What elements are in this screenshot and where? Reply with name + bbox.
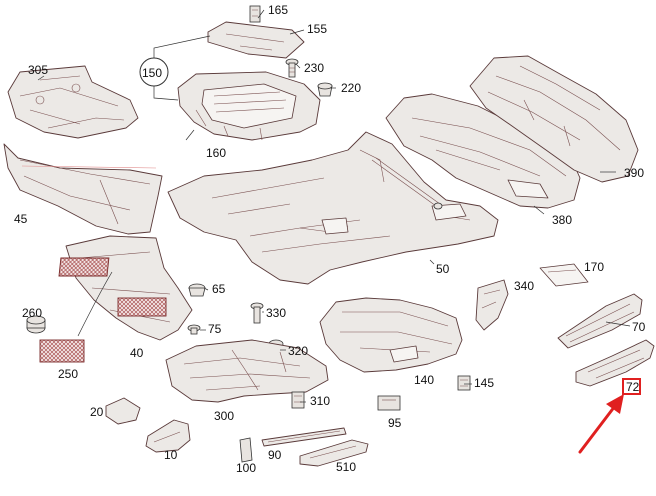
label-310[interactable]: 310 (310, 394, 330, 408)
label-40[interactable]: 40 (130, 346, 144, 360)
part-rod[interactable] (371, 157, 443, 210)
part-140-tunnel-insulation[interactable] (319, 297, 463, 373)
label-150[interactable]: 150 (142, 66, 162, 80)
label-72[interactable]: 72 (626, 380, 640, 394)
label-20[interactable]: 20 (90, 405, 104, 419)
part-310-clip[interactable] (291, 391, 305, 409)
label-165[interactable]: 165 (268, 3, 288, 17)
label-75[interactable]: 75 (208, 322, 222, 336)
part-230-screw[interactable] (285, 58, 299, 78)
part-65-cap[interactable] (188, 283, 206, 297)
part-100-bracket[interactable] (239, 437, 253, 463)
label-50[interactable]: 50 (436, 262, 450, 276)
leader-lines (37, 9, 631, 403)
label-320[interactable]: 320 (288, 344, 308, 358)
label-305[interactable]: 305 (28, 63, 48, 77)
label-380[interactable]: 380 (552, 213, 572, 227)
part-40-footwell-trim[interactable] (58, 235, 193, 341)
label-250[interactable]: 250 (58, 367, 78, 381)
part-10-trim[interactable] (145, 419, 191, 453)
label-160[interactable]: 160 (206, 146, 226, 160)
part-75-clip[interactable] (187, 324, 201, 335)
part-95-block[interactable] (377, 395, 401, 411)
label-340[interactable]: 340 (514, 279, 534, 293)
part-170-plate[interactable] (539, 263, 589, 287)
part-70-sill-trim[interactable] (557, 293, 643, 349)
label-300[interactable]: 300 (214, 409, 234, 423)
part-40-net-upper (58, 257, 110, 277)
part-155-cover[interactable] (207, 21, 305, 59)
label-330[interactable]: 330 (266, 306, 286, 320)
label-170[interactable]: 170 (584, 260, 604, 274)
part-72-sill-panel[interactable] (575, 339, 655, 387)
label-70[interactable]: 70 (632, 320, 646, 334)
label-100[interactable]: 100 (236, 461, 256, 475)
part-330-screw[interactable] (250, 302, 264, 324)
part-20-trim[interactable] (105, 397, 141, 425)
label-145[interactable]: 145 (474, 376, 494, 390)
label-65[interactable]: 65 (212, 282, 226, 296)
label-260[interactable]: 260 (22, 306, 42, 320)
part-165-clip[interactable] (249, 5, 261, 23)
part-number-labels: 165 155 150 230 220 305 160 390 45 380 5… (14, 3, 646, 475)
part-300-insulation[interactable] (165, 339, 329, 403)
label-155[interactable]: 155 (307, 22, 327, 36)
part-380-rear-carpet[interactable] (385, 93, 581, 209)
part-45-side-panel[interactable] (3, 143, 163, 235)
part-305-trunk-mat[interactable] (7, 65, 139, 139)
part-220-nut[interactable] (317, 82, 333, 97)
highlight-72 (578, 378, 641, 454)
part-90-strip[interactable] (261, 427, 347, 447)
label-230[interactable]: 230 (304, 61, 324, 75)
label-90[interactable]: 90 (268, 448, 282, 462)
label-140[interactable]: 140 (414, 373, 434, 387)
part-250-net[interactable] (39, 271, 113, 363)
label-220[interactable]: 220 (341, 81, 361, 95)
part-145-clip[interactable] (457, 375, 471, 391)
part-160-storage-tray[interactable] (177, 71, 321, 141)
callout-150-circle (139, 57, 169, 87)
label-95[interactable]: 95 (388, 416, 402, 430)
part-510-strip[interactable] (299, 439, 369, 467)
part-40-net-lower (117, 297, 167, 317)
label-45[interactable]: 45 (14, 212, 28, 226)
label-390[interactable]: 390 (624, 166, 644, 180)
part-340-bracket[interactable] (475, 279, 509, 331)
part-260-plug[interactable] (26, 315, 46, 334)
part-390-rear-footwell[interactable] (469, 55, 639, 183)
label-510[interactable]: 510 (336, 460, 356, 474)
label-10[interactable]: 10 (164, 448, 178, 462)
